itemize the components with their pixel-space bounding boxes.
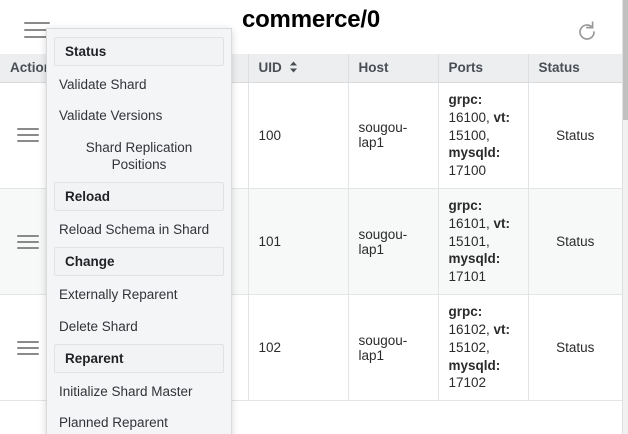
port-value: 17102	[448, 375, 487, 391]
sort-arrows-icon[interactable]	[289, 61, 298, 76]
column-header-uid-label: UID	[258, 60, 282, 75]
menu-item[interactable]: Externally Reparent	[59, 287, 178, 303]
cell-status[interactable]: Status	[528, 82, 622, 190]
column-header-uid[interactable]: UID	[248, 54, 349, 83]
row-menu-bar	[16, 340, 39, 343]
menu-item[interactable]: Reload Schema in Shard	[59, 222, 210, 238]
refresh-icon[interactable]	[576, 21, 598, 43]
menu-section-heading: Reparent	[54, 343, 224, 373]
refresh-glyph	[579, 21, 595, 40]
cell-status[interactable]: Status	[528, 188, 622, 296]
row-menu-icon[interactable]	[16, 128, 39, 143]
port-label: mysqld:	[448, 251, 501, 267]
row-menu-bar	[16, 234, 39, 237]
column-header-status: Status	[528, 54, 622, 83]
port-value: 17100	[448, 163, 487, 179]
menu-section-heading: Status	[54, 37, 224, 66]
column-header-ports: Ports	[438, 54, 529, 83]
row-menu-bar	[16, 140, 39, 143]
port-label: grpc:	[448, 91, 483, 107]
cell-host: sougou-lap1	[348, 188, 439, 296]
port-value: 16100,	[448, 109, 494, 125]
port-value: 16102,	[448, 321, 494, 337]
hamburger-icon[interactable]	[24, 22, 50, 40]
row-menu-bar	[16, 134, 39, 137]
port-label: mysqld:	[448, 357, 501, 373]
cell-uid: 100	[248, 82, 349, 190]
cell-ports: grpc: 16100, vt: 15100, mysqld: 17100	[438, 82, 529, 190]
cell-host: sougou-lap1	[348, 294, 439, 402]
row-menu-bar	[16, 240, 39, 243]
menu-item[interactable]: Initialize Shard Master	[59, 383, 193, 399]
row-menu-bar	[16, 352, 39, 355]
port-value: 15102,	[448, 339, 490, 355]
cell-uid: 101	[248, 188, 349, 296]
port-value: 15100,	[448, 127, 490, 143]
port-label: mysqld:	[448, 145, 501, 161]
cell-ports: grpc: 16102, vt: 15102, mysqld: 17102	[438, 294, 529, 402]
row-menu-bar	[16, 346, 39, 349]
row-menu-icon[interactable]	[16, 340, 39, 355]
port-value: 15101,	[448, 233, 490, 249]
menu-section-heading: Change	[54, 247, 224, 277]
menu-section-heading: Reload	[54, 182, 224, 212]
hamburger-bar	[24, 29, 50, 31]
vertical-scrollbar-thumb[interactable]	[623, 0, 628, 120]
port-label: vt:	[493, 215, 511, 231]
port-value: 16101,	[448, 215, 494, 231]
row-menu-bar	[16, 128, 39, 131]
menu-item[interactable]: Validate Versions	[59, 108, 163, 124]
cell-host: sougou-lap1	[348, 82, 439, 190]
cell-ports: grpc: 16101, vt: 15101, mysqld: 17101	[438, 188, 529, 296]
row-menu-icon[interactable]	[16, 234, 39, 249]
port-label: grpc:	[448, 198, 483, 213]
hamburger-bar	[24, 22, 50, 24]
vertical-scrollbar[interactable]	[622, 0, 628, 434]
hamburger-bar	[24, 36, 50, 38]
page-title: commerce/0	[241, 6, 381, 33]
column-header-host: Host	[348, 54, 439, 83]
cell-status[interactable]: Status	[528, 294, 622, 402]
row-menu-bar	[16, 246, 39, 249]
cell-uid: 102	[248, 294, 349, 402]
port-value: 17101	[448, 269, 487, 285]
menu-item[interactable]: Delete Shard	[59, 318, 138, 334]
port-label: grpc:	[448, 304, 483, 320]
menu-item[interactable]: Validate Shard	[59, 77, 147, 92]
menu-item[interactable]: Shard Replication Positions	[85, 139, 193, 172]
port-label: vt:	[493, 109, 511, 125]
menu-item[interactable]: Planned Reparent	[59, 415, 168, 431]
port-label: vt:	[493, 321, 511, 337]
